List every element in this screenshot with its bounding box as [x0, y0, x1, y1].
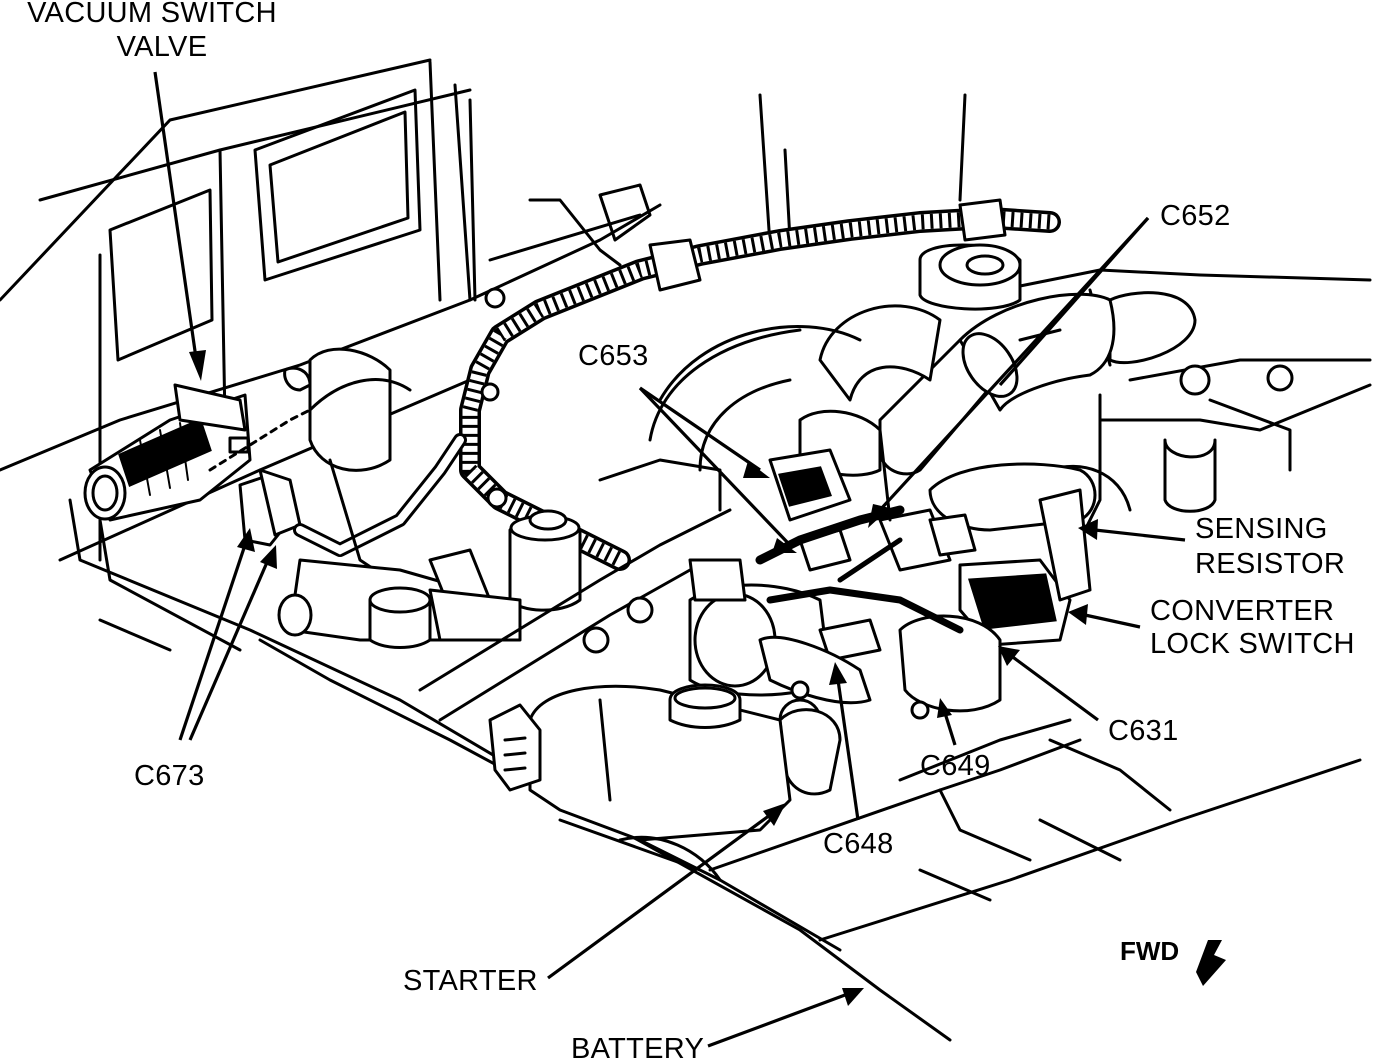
leader-c631 [1009, 653, 1099, 722]
battery-reservoir [488, 683, 792, 882]
label-c673: C673 [134, 760, 205, 792]
label-sensing-resistor-line1: SENSING [1195, 513, 1328, 545]
leader-sensing-resistor [1094, 528, 1186, 542]
leader-c653-b [638, 386, 790, 545]
callout-labels: VACUUM SWITCH VALVE C652 C653 SENSING RE… [27, 0, 1355, 1062]
label-converter-lock-switch-line2: LOCK SWITCH [1150, 628, 1355, 660]
leader-lines [153, 71, 1186, 1048]
leader-c649 [943, 712, 957, 746]
arrowhead-starter [763, 803, 786, 826]
leader-c673-b [188, 559, 270, 741]
label-battery: BATTERY [571, 1033, 704, 1062]
leader-c648 [836, 679, 860, 821]
leader-vacuum-switch-valve [153, 71, 199, 366]
label-fwd: FWD [1120, 936, 1179, 966]
label-converter-lock-switch-line1: CONVERTER [1150, 595, 1334, 627]
arrowhead-c649 [937, 698, 952, 718]
label-c631: C631 [1108, 715, 1179, 747]
leader-battery [707, 993, 846, 1048]
label-c649: C649 [920, 750, 991, 782]
arrowhead-vacuum-switch-valve [189, 350, 206, 381]
leader-c673-a [178, 544, 247, 741]
arrowhead-c631 [998, 646, 1020, 666]
leader-c652-b [878, 216, 1150, 512]
label-starter: STARTER [403, 965, 538, 997]
arrowhead-c652 [868, 504, 890, 528]
firewall-cowl [0, 58, 967, 562]
leader-c653-a [639, 386, 761, 472]
leader-starter [547, 813, 771, 980]
fender-body [68, 498, 1362, 1042]
arrowhead-sensing-resistor [1078, 519, 1098, 540]
label-c648: C648 [823, 828, 894, 860]
label-vacuum-switch-valve-line1: VACUUM SWITCH [27, 0, 277, 29]
connector-cluster [688, 428, 1092, 796]
arrowhead-c673-b [260, 545, 277, 569]
arrowhead-battery [842, 988, 864, 1006]
center-engine-parts [277, 347, 732, 722]
arrowhead-c653-b [772, 538, 797, 553]
arrowhead-c673-a [237, 528, 255, 552]
leader-converter-lock-switch [1084, 613, 1141, 629]
label-c653: C653 [578, 340, 649, 372]
arrowhead-c653-a [743, 461, 770, 478]
fwd-arrow-icon [1196, 940, 1226, 986]
label-vacuum-switch-valve-line2: VALVE [117, 31, 208, 63]
vacuum-switch-valve [83, 383, 467, 557]
label-sensing-resistor-line2: RESISTOR [1195, 548, 1345, 580]
arrowhead-c648 [829, 662, 847, 685]
arrowhead-converter-lock-switch [1068, 604, 1088, 625]
right-structures [998, 268, 1372, 542]
engine-line-art [0, 58, 1372, 1042]
label-c652: C652 [1160, 200, 1231, 232]
wire-harness [459, 198, 1061, 571]
